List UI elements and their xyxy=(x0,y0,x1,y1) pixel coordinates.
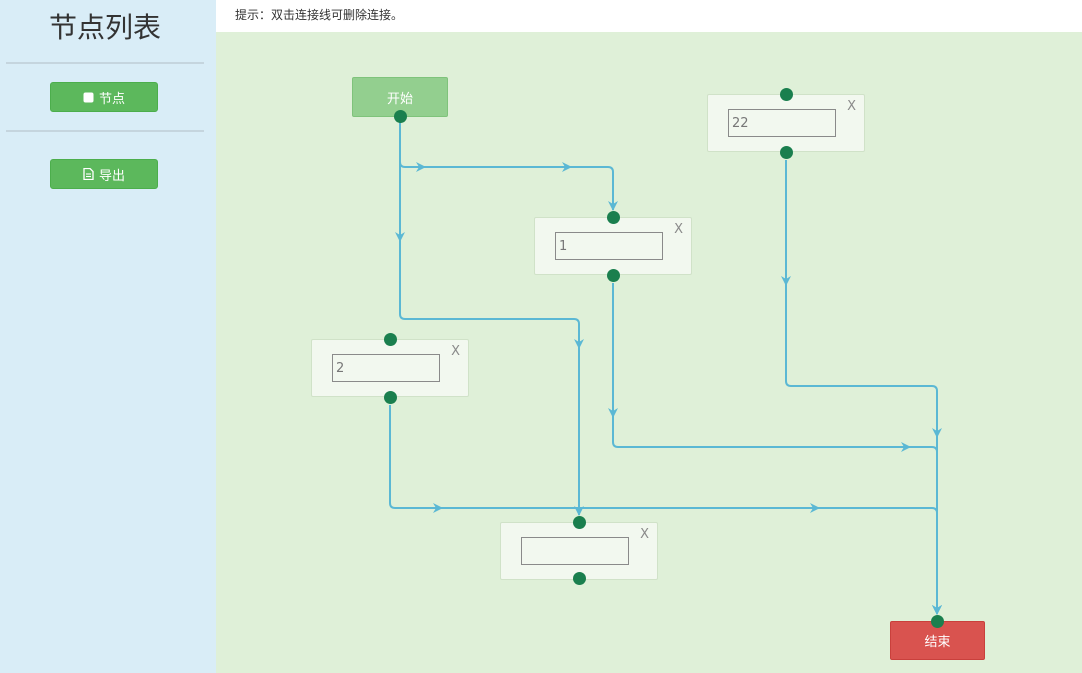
node-value-input[interactable] xyxy=(555,232,663,260)
node-close-button[interactable]: X xyxy=(451,344,460,359)
file-icon xyxy=(83,168,95,180)
node-output-endpoint[interactable] xyxy=(606,268,620,282)
sidebar-divider xyxy=(6,130,204,132)
add-node-button[interactable]: 节点 xyxy=(50,82,158,112)
flow-node[interactable]: X xyxy=(534,217,692,275)
node-input-endpoint[interactable] xyxy=(779,87,793,101)
node-value-input[interactable] xyxy=(521,537,629,565)
end-node-label: 结束 xyxy=(924,635,951,650)
node-value-input[interactable] xyxy=(332,354,440,382)
node-output-endpoint[interactable] xyxy=(383,390,397,404)
flow-node[interactable]: X xyxy=(311,339,469,397)
node-value-input[interactable] xyxy=(728,109,836,137)
node-output-endpoint[interactable] xyxy=(779,145,793,159)
connection-line[interactable] xyxy=(399,116,584,516)
connection-arrow xyxy=(416,162,426,172)
node-input-endpoint[interactable] xyxy=(383,332,397,346)
start-node-endpoint[interactable] xyxy=(393,109,407,123)
node-close-button[interactable]: X xyxy=(674,222,683,237)
square-icon xyxy=(83,91,95,103)
connection-arrow xyxy=(781,276,791,286)
export-button-label: 导出 xyxy=(98,168,125,184)
start-node-label: 开始 xyxy=(386,91,413,107)
node-close-button[interactable]: X xyxy=(847,99,856,114)
sidebar-title: 节点列表 xyxy=(48,11,161,44)
flow-canvas[interactable]: 开始 X X X X 结束 xyxy=(216,32,1082,673)
connection-arrow xyxy=(395,232,405,242)
connection-line[interactable] xyxy=(399,116,618,211)
connection-line[interactable] xyxy=(785,160,942,615)
connection-arrow xyxy=(932,428,942,438)
node-close-button[interactable]: X xyxy=(640,527,649,542)
node-input-endpoint[interactable] xyxy=(572,515,586,529)
flow-node[interactable]: X xyxy=(707,94,865,152)
connection-arrow xyxy=(433,503,443,513)
node-input-endpoint[interactable] xyxy=(606,210,620,224)
node-output-endpoint[interactable] xyxy=(572,571,586,585)
add-node-button-label: 节点 xyxy=(98,91,125,107)
connection-arrow xyxy=(562,162,572,172)
connection-arrow xyxy=(901,442,911,452)
connection-line[interactable] xyxy=(612,283,942,615)
connection-line[interactable] xyxy=(389,405,942,615)
export-button[interactable]: 导出 xyxy=(50,159,158,189)
connections-layer xyxy=(389,116,942,615)
hint-text: 提示：双击连接线可删除连接。 xyxy=(216,0,1082,32)
end-node-endpoint[interactable] xyxy=(930,614,944,628)
connection-arrow xyxy=(608,408,618,418)
sidebar: 节点列表 节点 导出 xyxy=(0,0,216,673)
connection-arrow xyxy=(810,503,820,513)
sidebar-divider xyxy=(6,62,204,64)
end-node[interactable]: 结束 xyxy=(890,621,985,660)
connection-arrow xyxy=(574,339,584,349)
